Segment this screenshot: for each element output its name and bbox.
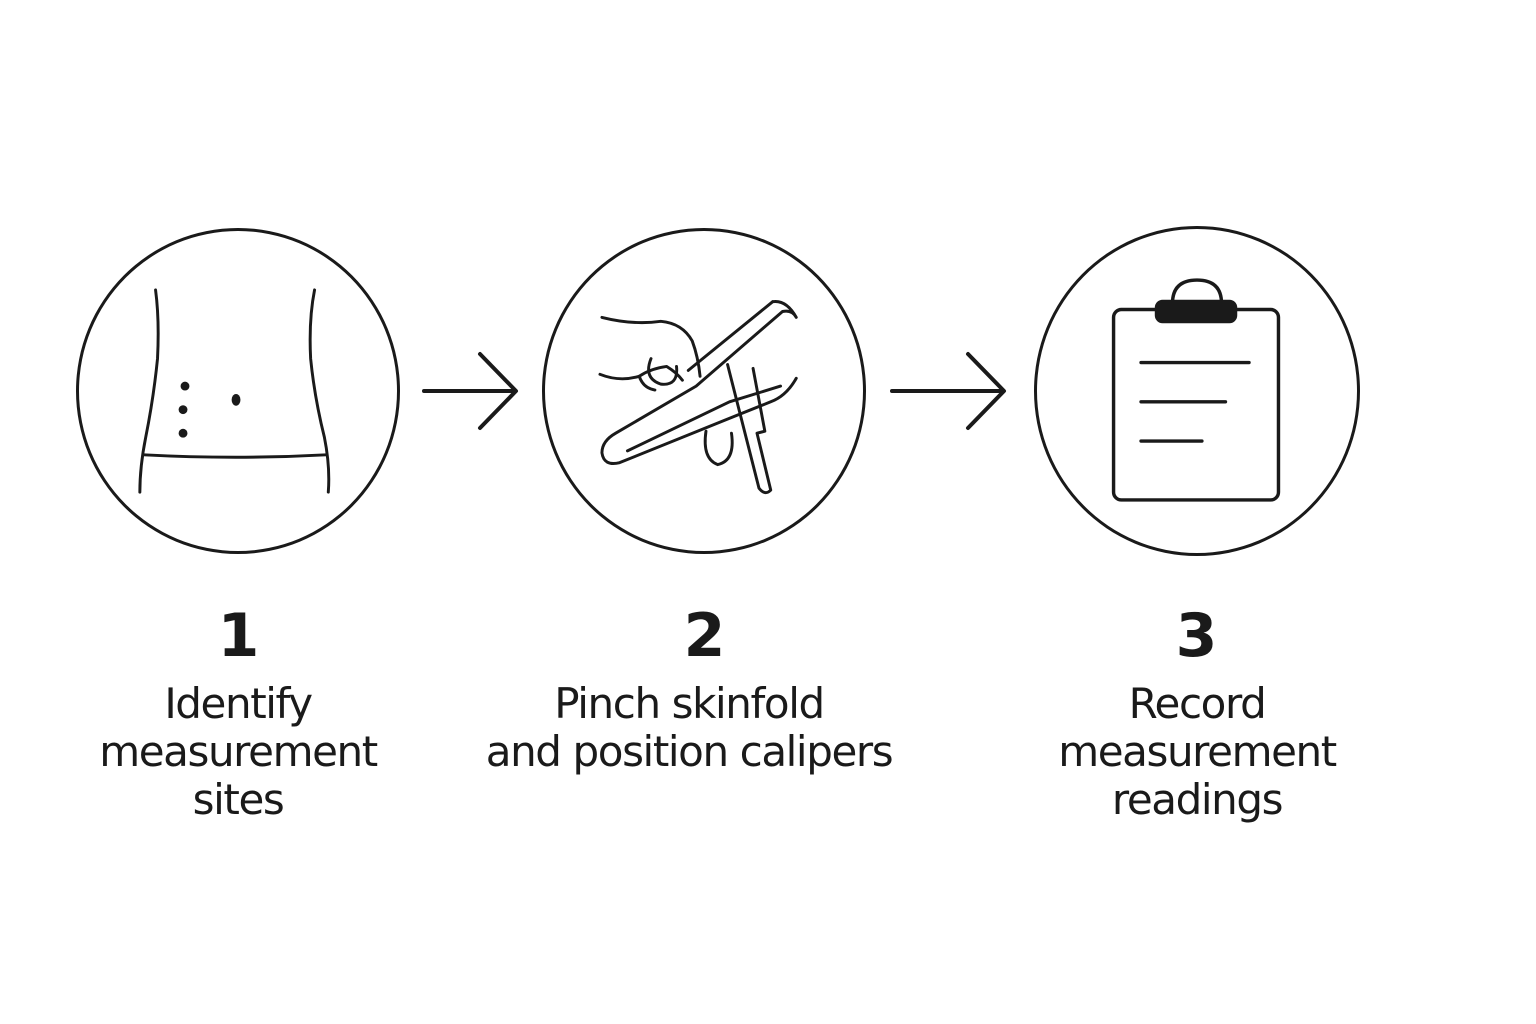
step-3-label-line: Record (1128, 679, 1267, 728)
step-2-label-line: Pinch skinfold (554, 679, 825, 728)
step-1-circle (76, 228, 400, 554)
step-1-label-line: sites (192, 775, 285, 824)
clipboard-icon (1111, 278, 1281, 502)
step-2-number: 2 (683, 601, 726, 671)
step-2-label: Pinch skinfold and position calipers (454, 680, 924, 776)
step-3-number: 3 (1175, 601, 1218, 671)
step-1-label-line: Identify (164, 679, 313, 728)
step-1-number: 1 (217, 601, 260, 671)
step-3-label-line: measurement (1058, 727, 1337, 776)
arrow-right-icon (890, 352, 1006, 430)
step-1-label-line: measurement (99, 727, 378, 776)
step-3-circle (1034, 226, 1360, 556)
step-3-label-line: readings (1111, 775, 1284, 824)
step-2-circle (542, 228, 866, 554)
step-3-label: Record measurement readings (1012, 680, 1382, 824)
caliper-icon (598, 300, 798, 495)
arrow-right-icon (422, 352, 518, 430)
torso-icon (138, 288, 331, 494)
step-2-label-line: and position calipers (485, 727, 894, 776)
step-1-label: Identify measurement sites (58, 680, 418, 824)
